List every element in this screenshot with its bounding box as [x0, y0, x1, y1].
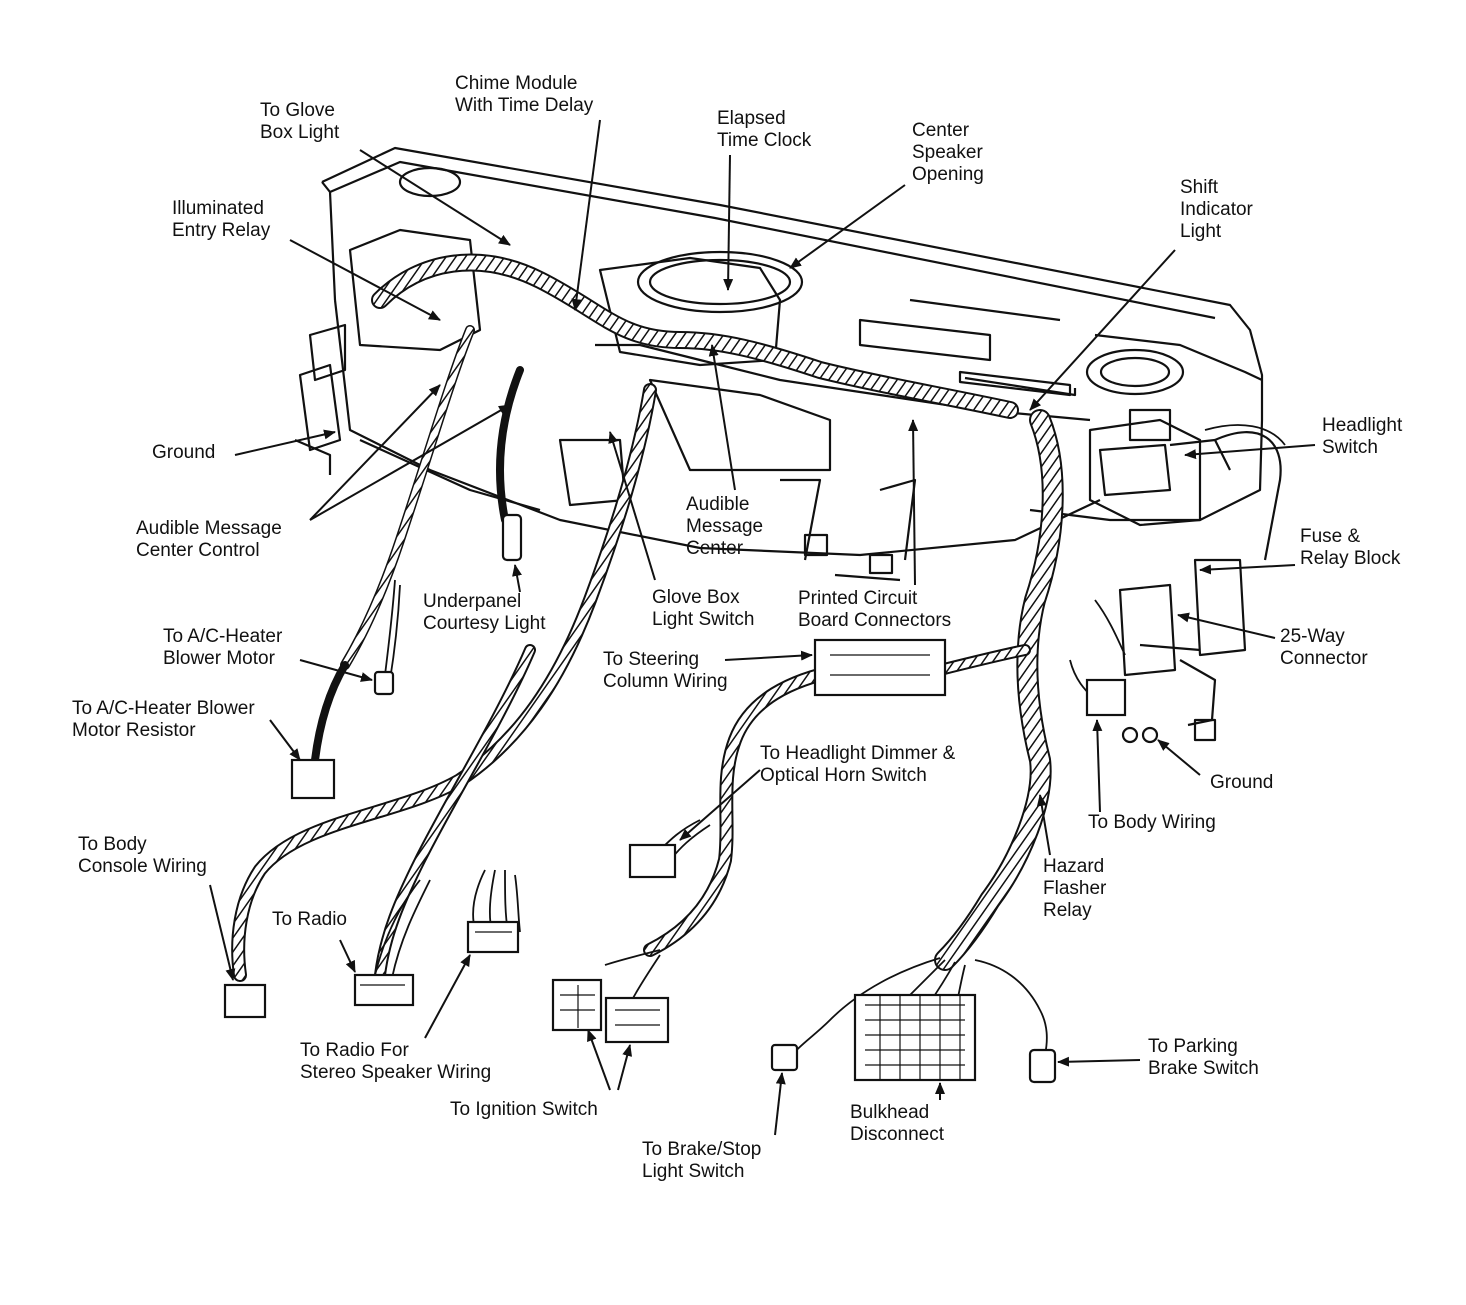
- headlight-dimmer-connector: [628, 843, 677, 879]
- steering-column-connector: [813, 638, 947, 697]
- label-headlight-switch: Headlight Switch: [1322, 415, 1403, 458]
- body-wiring-connector: [1085, 678, 1127, 717]
- label-radio: To Radio: [272, 909, 347, 930]
- radio-connector: [353, 973, 415, 1007]
- label-body-console-wiring: To Body Console Wiring: [78, 834, 207, 877]
- label-parking-brake-switch: To Parking Brake Switch: [1148, 1036, 1259, 1079]
- label-underpanel-courtesy-light: Underpanel Courtesy Light: [423, 591, 546, 634]
- body-console-connector: [223, 983, 267, 1019]
- bulkhead-connector: [853, 993, 977, 1082]
- label-radio-stereo-speaker: To Radio For Stereo Speaker Wiring: [300, 1040, 492, 1083]
- label-glove-box-light-switch: Glove Box Light Switch: [652, 587, 755, 630]
- radio-stereo-connector: [466, 920, 520, 954]
- label-ignition-switch: To Ignition Switch: [450, 1099, 598, 1120]
- ground-right-bolt: [1121, 726, 1139, 744]
- label-headlight-dimmer: To Headlight Dimmer & Optical Horn Switc…: [760, 743, 956, 786]
- parking-brake-connector: [1028, 1048, 1057, 1084]
- label-center-speaker-opening: Center Speaker Opening: [912, 120, 984, 185]
- connector-pin-grid: [360, 654, 965, 1080]
- label-printed-circuit-board: Printed Circuit Board Connectors: [798, 588, 952, 631]
- label-audible-message-center-control: Audible Message Center Control: [136, 518, 282, 561]
- label-ground-right: Ground: [1210, 772, 1274, 793]
- ground-right-bolt-2: [1141, 726, 1159, 744]
- leader-lines: [209, 119, 1316, 1136]
- label-25-way-connector: 25-Way Connector: [1280, 626, 1368, 669]
- label-shift-indicator-light: Shift Indicator Light: [1180, 177, 1253, 242]
- label-hazard-flasher-relay: Hazard Flasher Relay: [1043, 856, 1107, 921]
- label-bulkhead-disconnect: Bulkhead Disconnect: [850, 1102, 944, 1145]
- blower-resistor-connector: [290, 758, 336, 800]
- underpanel-light-bulb: [501, 513, 523, 562]
- label-ac-heater-blower-motor: To A/C-Heater Blower Motor: [163, 626, 283, 669]
- label-body-wiring: To Body Wiring: [1088, 812, 1216, 833]
- label-ac-heater-blower-resistor: To A/C-Heater Blower Motor Resistor: [72, 698, 255, 741]
- label-chime-module: Chime Module With Time Delay: [455, 73, 594, 116]
- brake-stop-connector: [770, 1043, 799, 1072]
- thin-wires: [374, 424, 1286, 1056]
- ignition-connector-b: [604, 996, 670, 1044]
- label-ground-left: Ground: [152, 442, 216, 463]
- connectors: [223, 513, 1159, 1084]
- label-glove-box-light: To Glove Box Light: [260, 100, 340, 143]
- harness-bundles: [231, 253, 1064, 982]
- label-fuse-relay-block: Fuse & Relay Block: [1300, 526, 1401, 569]
- dash-panel: [294, 146, 1282, 742]
- ignition-connector-a: [551, 978, 603, 1032]
- label-brake-stop-light-switch: To Brake/Stop Light Switch: [642, 1139, 762, 1182]
- label-steering-column-wiring: To Steering Column Wiring: [603, 649, 728, 692]
- label-audible-message-center: Audible Message Center: [686, 494, 764, 559]
- label-elapsed-time-clock: Elapsed Time Clock: [717, 108, 812, 151]
- blower-motor-connector: [373, 670, 395, 696]
- label-illuminated-entry-relay: Illuminated Entry Relay: [172, 198, 271, 241]
